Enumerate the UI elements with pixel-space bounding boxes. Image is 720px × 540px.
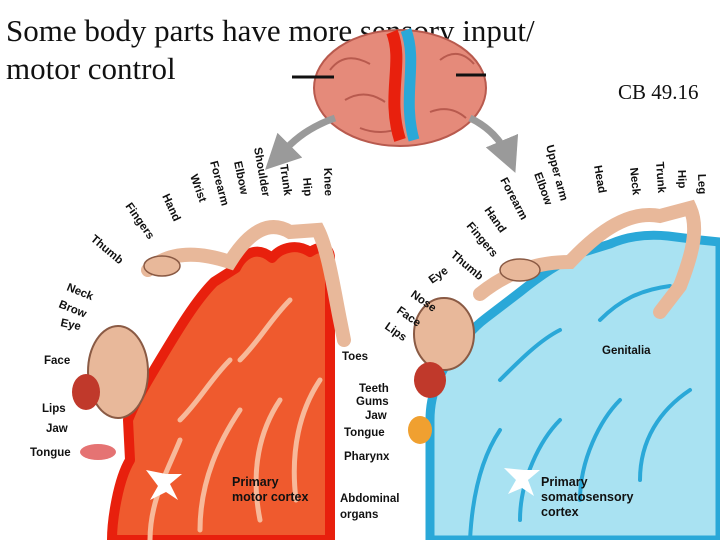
motor-label-elbow: Elbow bbox=[231, 160, 250, 196]
motor-label-fingers: Fingers bbox=[123, 201, 157, 242]
motor-label-shoulder: Shoulder bbox=[251, 146, 272, 198]
sensory-hand bbox=[500, 259, 540, 281]
motor-label-face: Face bbox=[44, 355, 70, 367]
sensory-label-eye: Eye bbox=[427, 265, 451, 287]
sensory-label-neck: Neck bbox=[627, 167, 642, 196]
motor-lips bbox=[72, 374, 100, 410]
motor-hand bbox=[144, 256, 180, 276]
label-tongue: Tongue bbox=[344, 427, 385, 439]
motor-side-labels: Neck Brow Eye Face Lips Jaw Tongue bbox=[30, 282, 95, 459]
sensory-teeth bbox=[408, 416, 432, 444]
sensory-label-hip: Hip bbox=[675, 170, 688, 189]
motor-cortex-label-line-1: Primary bbox=[232, 475, 279, 489]
label-jaw: Jaw bbox=[365, 410, 387, 422]
sensory-face bbox=[414, 298, 474, 370]
sensory-label-genitalia: Genitalia bbox=[602, 345, 651, 357]
sensory-label-head: Head bbox=[591, 164, 608, 194]
motor-label-thumb: Thumb bbox=[88, 233, 125, 267]
sensory-strip bbox=[406, 30, 414, 140]
motor-label-lips: Lips bbox=[42, 403, 66, 415]
motor-label-organs: organs bbox=[340, 509, 378, 521]
sensory-label-elbow: Elbow bbox=[531, 171, 554, 207]
motor-label-toes: Toes bbox=[342, 351, 368, 363]
motor-label-neck: Neck bbox=[65, 282, 96, 304]
arrow-to-motor-icon bbox=[275, 118, 335, 160]
motor-label-jaw: Jaw bbox=[46, 423, 68, 435]
motor-label-pharynx: Pharynx bbox=[344, 451, 390, 463]
motor-strip bbox=[392, 32, 400, 140]
sensory-label-thumb: Thumb bbox=[448, 249, 485, 283]
sensory-label-leg: Leg bbox=[695, 174, 708, 195]
motor-label-abdominal: Abdominal bbox=[340, 493, 399, 505]
motor-cortex-label-line-2: motor cortex bbox=[232, 490, 308, 504]
motor-label-trunk: Trunk bbox=[277, 164, 293, 197]
sensory-cortex-label-line-3: cortex bbox=[541, 505, 579, 519]
brain-illustration bbox=[275, 30, 510, 160]
motor-label-tongue: Tongue bbox=[30, 447, 71, 459]
arrow-to-sensory-icon bbox=[470, 118, 510, 160]
sensory-label-hand: Hand bbox=[482, 205, 508, 235]
sensory-lips bbox=[414, 362, 446, 398]
motor-label-hand: Hand bbox=[159, 192, 182, 223]
motor-label-wrist: Wrist bbox=[187, 173, 208, 204]
sensory-label-trunk: Trunk bbox=[653, 161, 667, 194]
sensory-cortex-label-line-2: somatosensory bbox=[541, 490, 633, 504]
sensory-cortex-label-line-1: Primary bbox=[541, 475, 588, 489]
label-teeth: Teeth bbox=[359, 383, 389, 395]
motor-label-knee: Knee bbox=[321, 168, 334, 197]
label-gums: Gums bbox=[356, 396, 389, 408]
teeth-labels: Teeth Gums Jaw Tongue bbox=[344, 383, 389, 439]
motor-tongue bbox=[80, 444, 116, 460]
motor-label-hip: Hip bbox=[300, 177, 314, 197]
sensory-label-forearm: Forearm bbox=[497, 176, 529, 222]
motor-face bbox=[88, 326, 148, 418]
sensory-label-lips: Lips bbox=[382, 321, 408, 344]
motor-label-eye: Eye bbox=[59, 317, 82, 333]
motor-label-forearm: Forearm bbox=[207, 160, 231, 208]
